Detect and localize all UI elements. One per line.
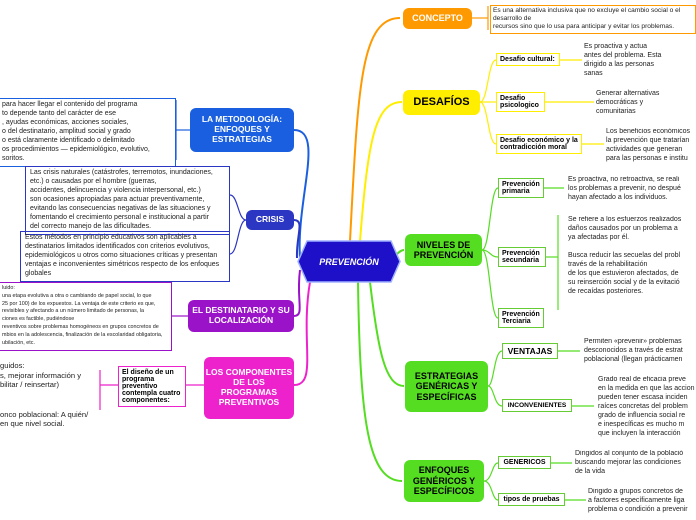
node-estrategias[interactable]: ESTRATEGIAS GENÉRICAS Y ESPECÍFICAS — [405, 361, 488, 412]
prevencion-primaria-note: Es proactiva, no retroactiva, se reali l… — [568, 176, 681, 201]
desafio-psicologico-note: Generar alternativas democráticas y comu… — [596, 90, 660, 115]
link-concepto — [349, 17, 401, 242]
node-destinatario[interactable]: EL DESTINATARIO Y SU LOCALIZACIÓN — [188, 300, 294, 332]
crisis-note-2: Estos métodos en principio educativos so… — [20, 231, 230, 282]
metodologia-note: para hacer llegar el contenido del progr… — [0, 98, 176, 167]
crisis-note-1: Las crisis naturales (catástrofes, terre… — [25, 166, 230, 235]
node-destinatario-label: EL DESTINATARIO Y SU LOCALIZACIÓN — [192, 305, 290, 325]
concepto-note: Es una alternativa inclusiva que no excl… — [490, 5, 696, 34]
node-componentes[interactable]: LOS COMPONENTES DE LOS PROGRAMAS PREVENT… — [204, 357, 294, 419]
central-node-label: PREVENCIÓN — [319, 256, 379, 267]
genericos-box[interactable]: GENERICOS — [498, 456, 551, 469]
central-node-shape — [297, 240, 401, 283]
node-concepto-label: CONCEPTO — [412, 13, 463, 24]
link-destinatario — [293, 269, 301, 317]
desafio-economico-box[interactable]: Desafio económico y la contradicción mor… — [496, 134, 582, 154]
desafio-cultural-note: Es proactiva y actua antes del problema.… — [584, 43, 662, 77]
prevencion-primaria-box[interactable]: Prevención primaria — [498, 178, 544, 198]
componentes-box[interactable]: El diseño de un programa preventivo cont… — [118, 366, 186, 407]
node-enfoques-label: ENFOQUES GENÉRICOS Y ESPECÍFICOS — [412, 465, 476, 497]
node-metodologia[interactable]: LA METODOLOGÍA: ENFOQUES Y ESTRATEGIAS — [190, 108, 294, 152]
node-desafios[interactable]: DESAFÍOS — [403, 90, 480, 115]
prevencion-secundaria-note: Se refiere a los esfuerzos realizados da… — [568, 216, 682, 295]
destinatario-note: luido: una etapa evolutiva a otra o camb… — [0, 282, 172, 351]
node-niveles[interactable]: NIVELES DE PREVENCIÓN — [405, 234, 482, 266]
link-componentes — [293, 281, 311, 386]
componentes-note: guidos: s, mejorar información y bilitar… — [0, 361, 89, 429]
node-crisis-label: CRISIS — [255, 214, 285, 225]
inconvenientes-note: Grado real de eficacia preve en la medid… — [598, 376, 695, 437]
link-estrategias — [369, 281, 405, 387]
node-concepto[interactable]: CONCEPTO — [403, 8, 472, 29]
link-enfoques — [357, 281, 403, 482]
link-crisis — [293, 219, 301, 259]
node-crisis[interactable]: CRISIS — [246, 210, 294, 230]
node-desafios-label: DESAFÍOS — [413, 96, 470, 109]
node-metodologia-label: LA METODOLOGÍA: ENFOQUES Y ESTRATEGIAS — [201, 114, 283, 144]
node-enfoques[interactable]: ENFOQUES GENÉRICOS Y ESPECÍFICOS — [404, 460, 484, 502]
central-node[interactable]: PREVENCIÓN — [297, 240, 401, 283]
tipos-pruebas-note: Dirigido a grupos concretos de a factore… — [588, 488, 688, 513]
link-desafios — [359, 101, 403, 242]
genericos-note: Dirigidos al conjunto de la població bus… — [575, 450, 684, 475]
prevencion-secundaria-box[interactable]: Prevención secundaria — [498, 247, 546, 267]
ventajas-box[interactable]: VENTAJAS — [502, 343, 558, 359]
link-metodologia — [293, 129, 310, 259]
node-niveles-label: NIVELES DE PREVENCIÓN — [413, 239, 474, 260]
tipos-pruebas-box[interactable]: tipos de pruebas — [498, 493, 565, 506]
desafio-psicologico-box[interactable]: Desafio psicologico — [496, 92, 545, 112]
desafio-cultural-box[interactable]: Desafio cultural: — [496, 53, 560, 66]
prevencion-terciaria-box[interactable]: Prevención Terciaria — [498, 308, 544, 328]
desafio-economico-note: Los beneficios económicos la prevención … — [606, 128, 691, 162]
ventajas-note: Permiten «prevenir» problemas desconocid… — [584, 338, 683, 363]
inconvenientes-box[interactable]: INCONVENIENTES — [502, 399, 572, 412]
node-componentes-label: LOS COMPONENTES DE LOS PROGRAMAS PREVENT… — [205, 367, 293, 407]
node-estrategias-label: ESTRATEGIAS GENÉRICAS Y ESPECÍFICAS — [414, 370, 479, 402]
